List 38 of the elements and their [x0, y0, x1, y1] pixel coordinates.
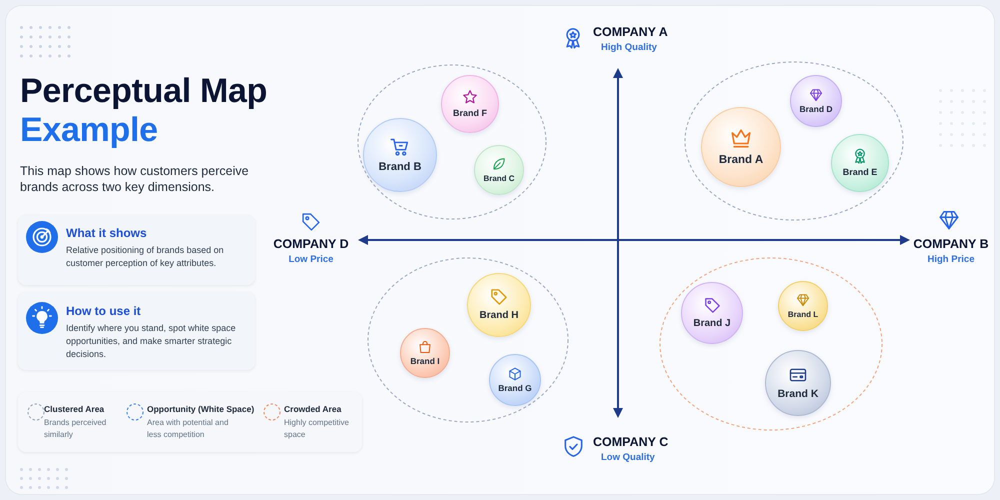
title: Perceptual Map Example — [20, 72, 268, 150]
axis-label: COMPANY A — [593, 25, 668, 40]
card-text: Identify where you stand, spot white space opportunities, and make smarter strategic decisions. — [66, 322, 236, 361]
bubble-label: Brand G — [498, 384, 532, 394]
axis-label: COMPANY B — [912, 237, 990, 252]
bubble-label: Brand H — [480, 310, 518, 322]
legend-label: Crowded Area — [284, 404, 342, 415]
bubble-label: Brand K — [778, 388, 818, 400]
bubble-label: Brand A — [718, 154, 764, 168]
axis-sublabel: High Quality — [601, 42, 657, 54]
legend-description: Highly competitive space — [284, 417, 350, 441]
bubble-label: Brand D — [799, 104, 833, 114]
info-card — [18, 215, 255, 285]
legend-description: Brands perceived similarly — [44, 417, 108, 441]
info-card — [18, 292, 255, 370]
axis-sublabel: High Price — [926, 254, 976, 266]
cluster-outline — [357, 64, 547, 220]
axis-sublabel: Low Price — [288, 254, 334, 266]
axis-label: COMPANY D — [272, 237, 350, 252]
bubble-label: Brand L — [788, 310, 818, 320]
subtitle: This map shows how customers perceive brands across two key dimensions. — [20, 163, 250, 195]
card-heading: What it shows — [66, 226, 148, 240]
bubble-label: Brand E — [842, 167, 878, 178]
legend-description: Area with potential and less competition — [147, 417, 230, 441]
legend-label: Opportunity (White Space) — [147, 404, 256, 415]
card-text: Relative positioning of brands based on customer perception of key attributes. — [66, 244, 225, 270]
axis-label: COMPANY C — [593, 435, 668, 450]
bubble-label: Brand F — [452, 108, 487, 119]
bubble-label: Brand I — [410, 356, 440, 366]
bubble-label: Brand B — [378, 160, 422, 174]
card-heading: How to use it — [66, 304, 142, 318]
cluster-outline — [659, 257, 883, 431]
cluster-outline — [684, 61, 904, 221]
cluster-outline — [367, 257, 569, 423]
axis-sublabel: Low Quality — [601, 452, 655, 464]
bubble-label: Brand J — [693, 318, 731, 330]
bubble-label: Brand C — [483, 174, 515, 184]
legend-label: Clustered Area — [44, 404, 106, 415]
